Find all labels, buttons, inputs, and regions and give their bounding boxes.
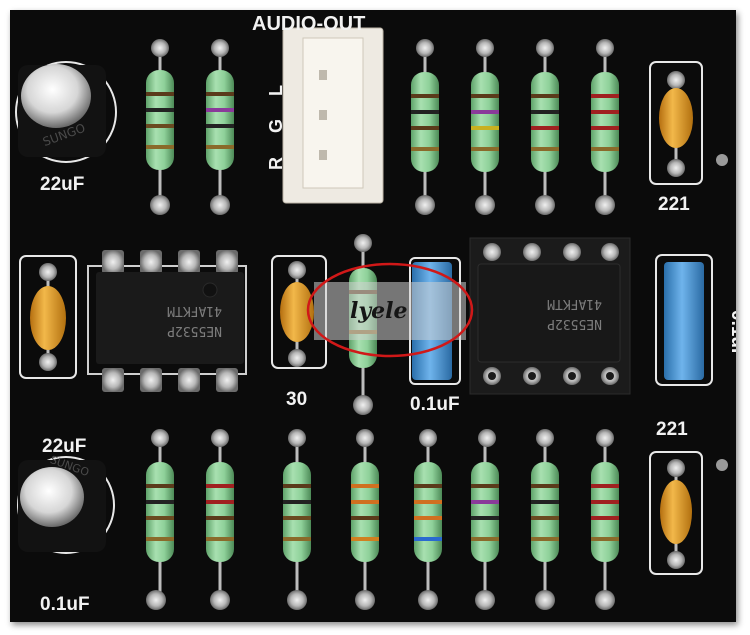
via-pad-bottom <box>716 459 728 471</box>
label-01uf-mid: 0.1uF <box>410 394 460 415</box>
audio-out-label: AUDIO-OUT <box>252 13 365 35</box>
electrolytic-capacitor-bottom: SUNGO <box>17 453 115 554</box>
resistor <box>591 429 619 610</box>
pcb-board: AUDIO-OUT L G R SUNGO 22uF 221 <box>10 10 736 622</box>
label-01uf-right: 0.1uF <box>727 310 736 360</box>
ic-right-socket: NE5532P 41AFKTM <box>469 237 631 395</box>
ceramic-capacitor-left <box>30 263 66 371</box>
resistor <box>411 39 439 215</box>
resistor <box>414 429 442 610</box>
resistor <box>351 429 379 610</box>
ceramic-capacitor-bottom-right <box>660 459 692 569</box>
ceramic-capacitor-mid <box>280 261 314 367</box>
electrolytic-capacitor-top: SUNGO <box>15 61 117 163</box>
ic-right-marking-line2: 41AFKTM <box>547 296 602 311</box>
resistor-row-bottom <box>146 429 619 610</box>
watermark: lyele <box>306 262 474 358</box>
resistor <box>531 429 559 610</box>
label-30: 30 <box>286 389 307 410</box>
resistor <box>146 429 174 610</box>
watermark-text: lyele <box>350 298 408 324</box>
film-capacitor-right <box>655 254 713 386</box>
resistor <box>206 429 234 610</box>
resistor-row-top <box>146 39 619 215</box>
ic-left: NE5532P 41AFKTM <box>87 250 247 392</box>
ceramic-cap-outline-left <box>19 255 77 379</box>
audio-out-connector <box>282 27 384 204</box>
ic-marking-line2: 41AFKTM <box>167 303 222 318</box>
label-221-bottom: 221 <box>656 419 688 440</box>
resistor <box>283 429 311 610</box>
via-pad <box>716 154 728 166</box>
pin-label-g: G <box>266 119 286 133</box>
resistor <box>471 39 499 215</box>
ic-right-marking-line1: NE5532P <box>547 316 602 331</box>
watermark-ring <box>306 262 474 358</box>
cap-label-22uf-top: 22uF <box>40 174 84 195</box>
resistor <box>206 39 234 215</box>
resistor <box>591 39 619 215</box>
label-01uf-bottom: 0.1uF <box>40 594 90 615</box>
cap-label-22uf-bottom: 22uF <box>42 436 86 457</box>
resistor <box>531 39 559 215</box>
pin-label-r: R <box>266 157 286 170</box>
pin-label-l: L <box>266 85 286 96</box>
pcb-photo: AUDIO-OUT L G R SUNGO 22uF 221 <box>10 10 736 622</box>
ceramic-capacitor-top-right <box>659 71 693 177</box>
resistor <box>146 39 174 215</box>
resistor <box>471 429 499 610</box>
label-221-top: 221 <box>658 194 690 215</box>
ic-marking-line1: NE5532P <box>167 323 222 338</box>
ceramic-cap-outline <box>649 61 703 185</box>
ceramic-cap-outline-bottom <box>649 451 703 575</box>
